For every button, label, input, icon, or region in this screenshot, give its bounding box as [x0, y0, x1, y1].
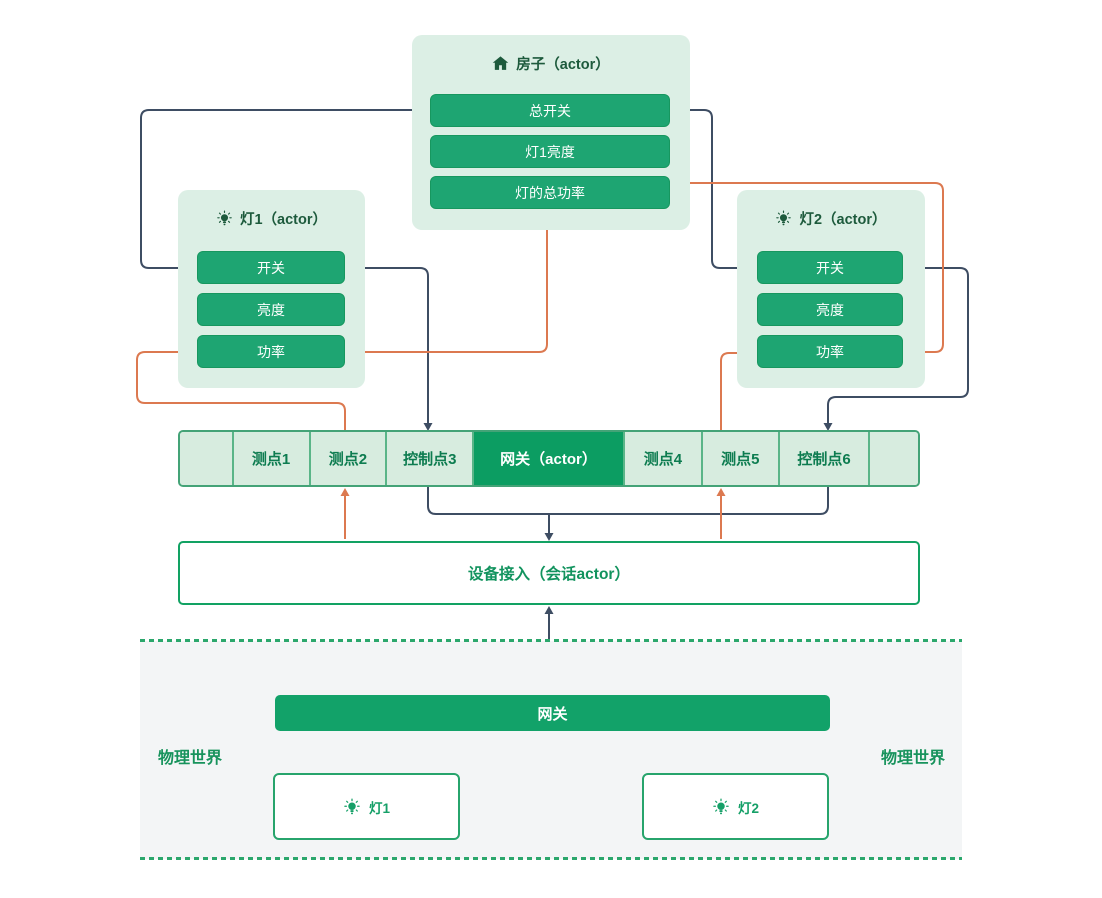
- lamp2-actor-panel: 灯2（actor） 开关 亮度 功率: [737, 190, 925, 388]
- cell-control-point-6: 控制点6: [779, 432, 871, 485]
- node-lamp2-power: 功率: [757, 335, 903, 368]
- node-lamp2-brightness-prop: 亮度: [757, 293, 903, 326]
- bulb-icon: [343, 798, 361, 816]
- physical-lamp2-box: 灯2: [642, 773, 829, 840]
- lamp2-actor-title: 灯2（actor）: [737, 208, 925, 229]
- lamp1-actor-panel: 灯1（actor） 开关 亮度 功率: [178, 190, 365, 388]
- cell-empty-right: [870, 432, 918, 485]
- lamp1-actor-title: 灯1（actor）: [178, 208, 365, 229]
- bulb-icon: [775, 210, 792, 227]
- node-lamp1-brightness-prop: 亮度: [197, 293, 345, 326]
- physical-world-top-boundary: [140, 639, 962, 642]
- lamp1-actor-title-text: 灯1（actor）: [239, 212, 328, 228]
- arrowhead-up-into-measure-point-2: [340, 488, 350, 496]
- arrowhead-into-device-access-top: [544, 533, 554, 541]
- cell-measure-point-1: 测点1: [233, 432, 311, 485]
- bulb-icon: [216, 210, 233, 227]
- device-access-box: 设备接入（会话actor）: [178, 541, 920, 605]
- node-lamp2-switch: 开关: [757, 251, 903, 284]
- physical-lamp1-box: 灯1: [273, 773, 460, 840]
- gateway-points-bar: 测点1 测点2 控制点3 网关（actor） 测点4 测点5 控制点6: [178, 430, 920, 487]
- lamp2-actor-title-text: 灯2（actor）: [799, 212, 887, 228]
- cell-measure-point-4: 测点4: [624, 432, 703, 485]
- cell-measure-point-2: 测点2: [310, 432, 388, 485]
- physical-world-bottom-boundary: [140, 857, 962, 860]
- house-actor-panel: 房子（actor） 总开关 灯1亮度 灯的总功率: [412, 35, 690, 230]
- edge-lamp1-power-to-total-power: [345, 217, 548, 353]
- physical-gateway-bar: 网关: [275, 695, 830, 731]
- house-icon: [492, 55, 509, 72]
- arrowhead-up-into-measure-point-5: [716, 488, 726, 496]
- house-actor-title-text: 房子（actor）: [516, 57, 610, 73]
- cell-empty-left: [180, 432, 234, 485]
- physical-world-label-right: 物理世界: [880, 750, 945, 767]
- node-lamp1-brightness: 灯1亮度: [430, 135, 670, 168]
- edge-control-points-merge: [427, 487, 829, 515]
- house-actor-title: 房子（actor）: [412, 53, 690, 74]
- arrowhead-up-into-device-access-bottom: [544, 606, 554, 614]
- node-main-switch: 总开关: [430, 94, 670, 127]
- physical-lamp2-label: 灯2: [737, 800, 759, 816]
- cell-measure-point-5: 测点5: [702, 432, 780, 485]
- physical-world-region: [140, 641, 962, 859]
- node-lamp1-power: 功率: [197, 335, 345, 368]
- physical-world-label-left: 物理世界: [157, 750, 222, 767]
- cell-control-point-3: 控制点3: [387, 432, 475, 485]
- cell-gateway-actor: 网关（actor）: [474, 432, 625, 485]
- node-total-lamp-power: 灯的总功率: [430, 176, 670, 209]
- physical-lamp1-label: 灯1: [368, 800, 390, 816]
- node-lamp1-switch: 开关: [197, 251, 345, 284]
- bulb-icon: [712, 798, 730, 816]
